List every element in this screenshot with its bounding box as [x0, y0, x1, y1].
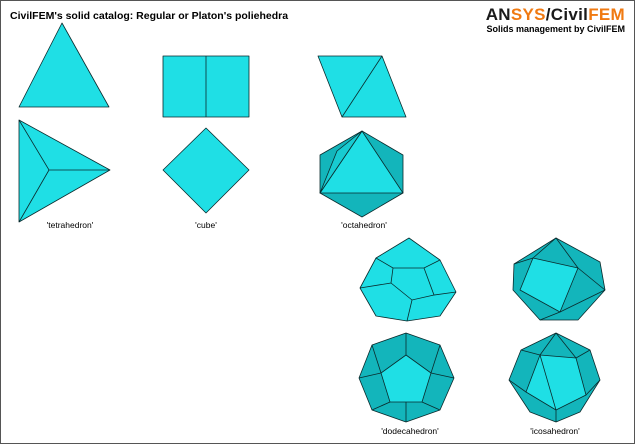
logo-subtitle: Solids management by CivilFEM: [486, 24, 625, 34]
cube-view-bottom: [162, 127, 250, 214]
ansys-civilfem-logo: ANSYS/CivilFEM Solids management by Civi…: [486, 6, 625, 35]
label-tetrahedron: 'tetrahedron': [47, 220, 94, 230]
label-icosahedron: 'icosahedron': [530, 426, 580, 436]
octahedron-view-top: [317, 55, 407, 118]
logo-wordmark: ANSYS/CivilFEM: [485, 5, 625, 24]
dodecahedron-view-bottom: [358, 332, 455, 423]
dodecahedron-view-top: [359, 237, 457, 322]
label-octahedron: 'octahedron': [341, 220, 387, 230]
tetrahedron-view-top: [18, 22, 110, 108]
cube-view-top: [162, 55, 250, 118]
icosahedron-view-top: [512, 237, 606, 321]
icosahedron-view-bottom: [508, 332, 601, 423]
label-dodecahedron: 'dodecahedron': [381, 426, 439, 436]
tetrahedron-view-bottom: [18, 119, 111, 223]
octahedron-view-bottom: [319, 130, 404, 218]
label-cube: 'cube': [195, 220, 217, 230]
page-title: CivilFEM's solid catalog: Regular or Pla…: [10, 10, 289, 22]
